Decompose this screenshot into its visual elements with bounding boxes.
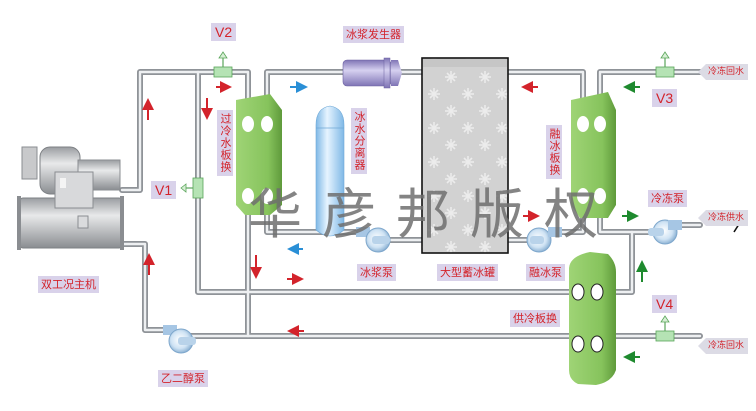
label-valve-v2: V2 (211, 23, 237, 41)
label-ice-slurry-generator: 冰浆发生器 (343, 26, 404, 43)
ice-storage-tank (421, 57, 509, 254)
label-ice-slurry-pump: 冰浆泵 (357, 264, 396, 281)
valve-v1-icon (180, 177, 204, 199)
valve-v2-icon (213, 51, 233, 78)
ice-water-separator (315, 105, 345, 237)
label-valve-v1: V1 (151, 181, 177, 199)
label-glycol-pump: 乙二醇泵 (158, 370, 208, 387)
chiller-unit (17, 146, 124, 250)
ice-slurry-generator (342, 57, 402, 89)
tag-chilled-return-top: 冷冻回水 (698, 64, 749, 80)
label-ice-melt-hx: 融冰板换 (546, 125, 562, 179)
supply-cooling-plate-hx (569, 252, 616, 385)
label-subcool-hx: 过冷水板换 (217, 110, 233, 176)
flow-arrows (142, 81, 648, 363)
tag-chilled-return-bottom: 冷冻回水 (698, 338, 749, 354)
label-valve-v4: V4 (652, 295, 678, 313)
subcool-plate-hx (236, 94, 282, 215)
pipe-glycol-to-chiller (119, 241, 168, 333)
ice-melt-pump-icon (526, 227, 562, 253)
label-supply-cooling-hx: 供冷板换 (510, 310, 560, 327)
label-ice-tank: 大型蓄冰罐 (437, 264, 498, 281)
ice-melt-plate-hx (571, 92, 616, 218)
ice-slurry-pump-icon (356, 227, 391, 253)
tag-chilled-supply: 冷冻供水 (698, 210, 749, 226)
label-valve-v3: V3 (652, 89, 678, 107)
label-ice-melt-pump: 融冰泵 (526, 264, 565, 281)
chilled-pump-icon (648, 219, 682, 245)
valve-v3-icon (655, 51, 675, 78)
valve-v4-icon (655, 315, 675, 342)
label-chilled-pump: 冷冻泵 (648, 190, 687, 207)
glycol-pump-icon (163, 325, 196, 354)
label-ice-water-separator: 冰水分离器 (351, 108, 367, 174)
label-chiller: 双工况主机 (38, 276, 99, 293)
